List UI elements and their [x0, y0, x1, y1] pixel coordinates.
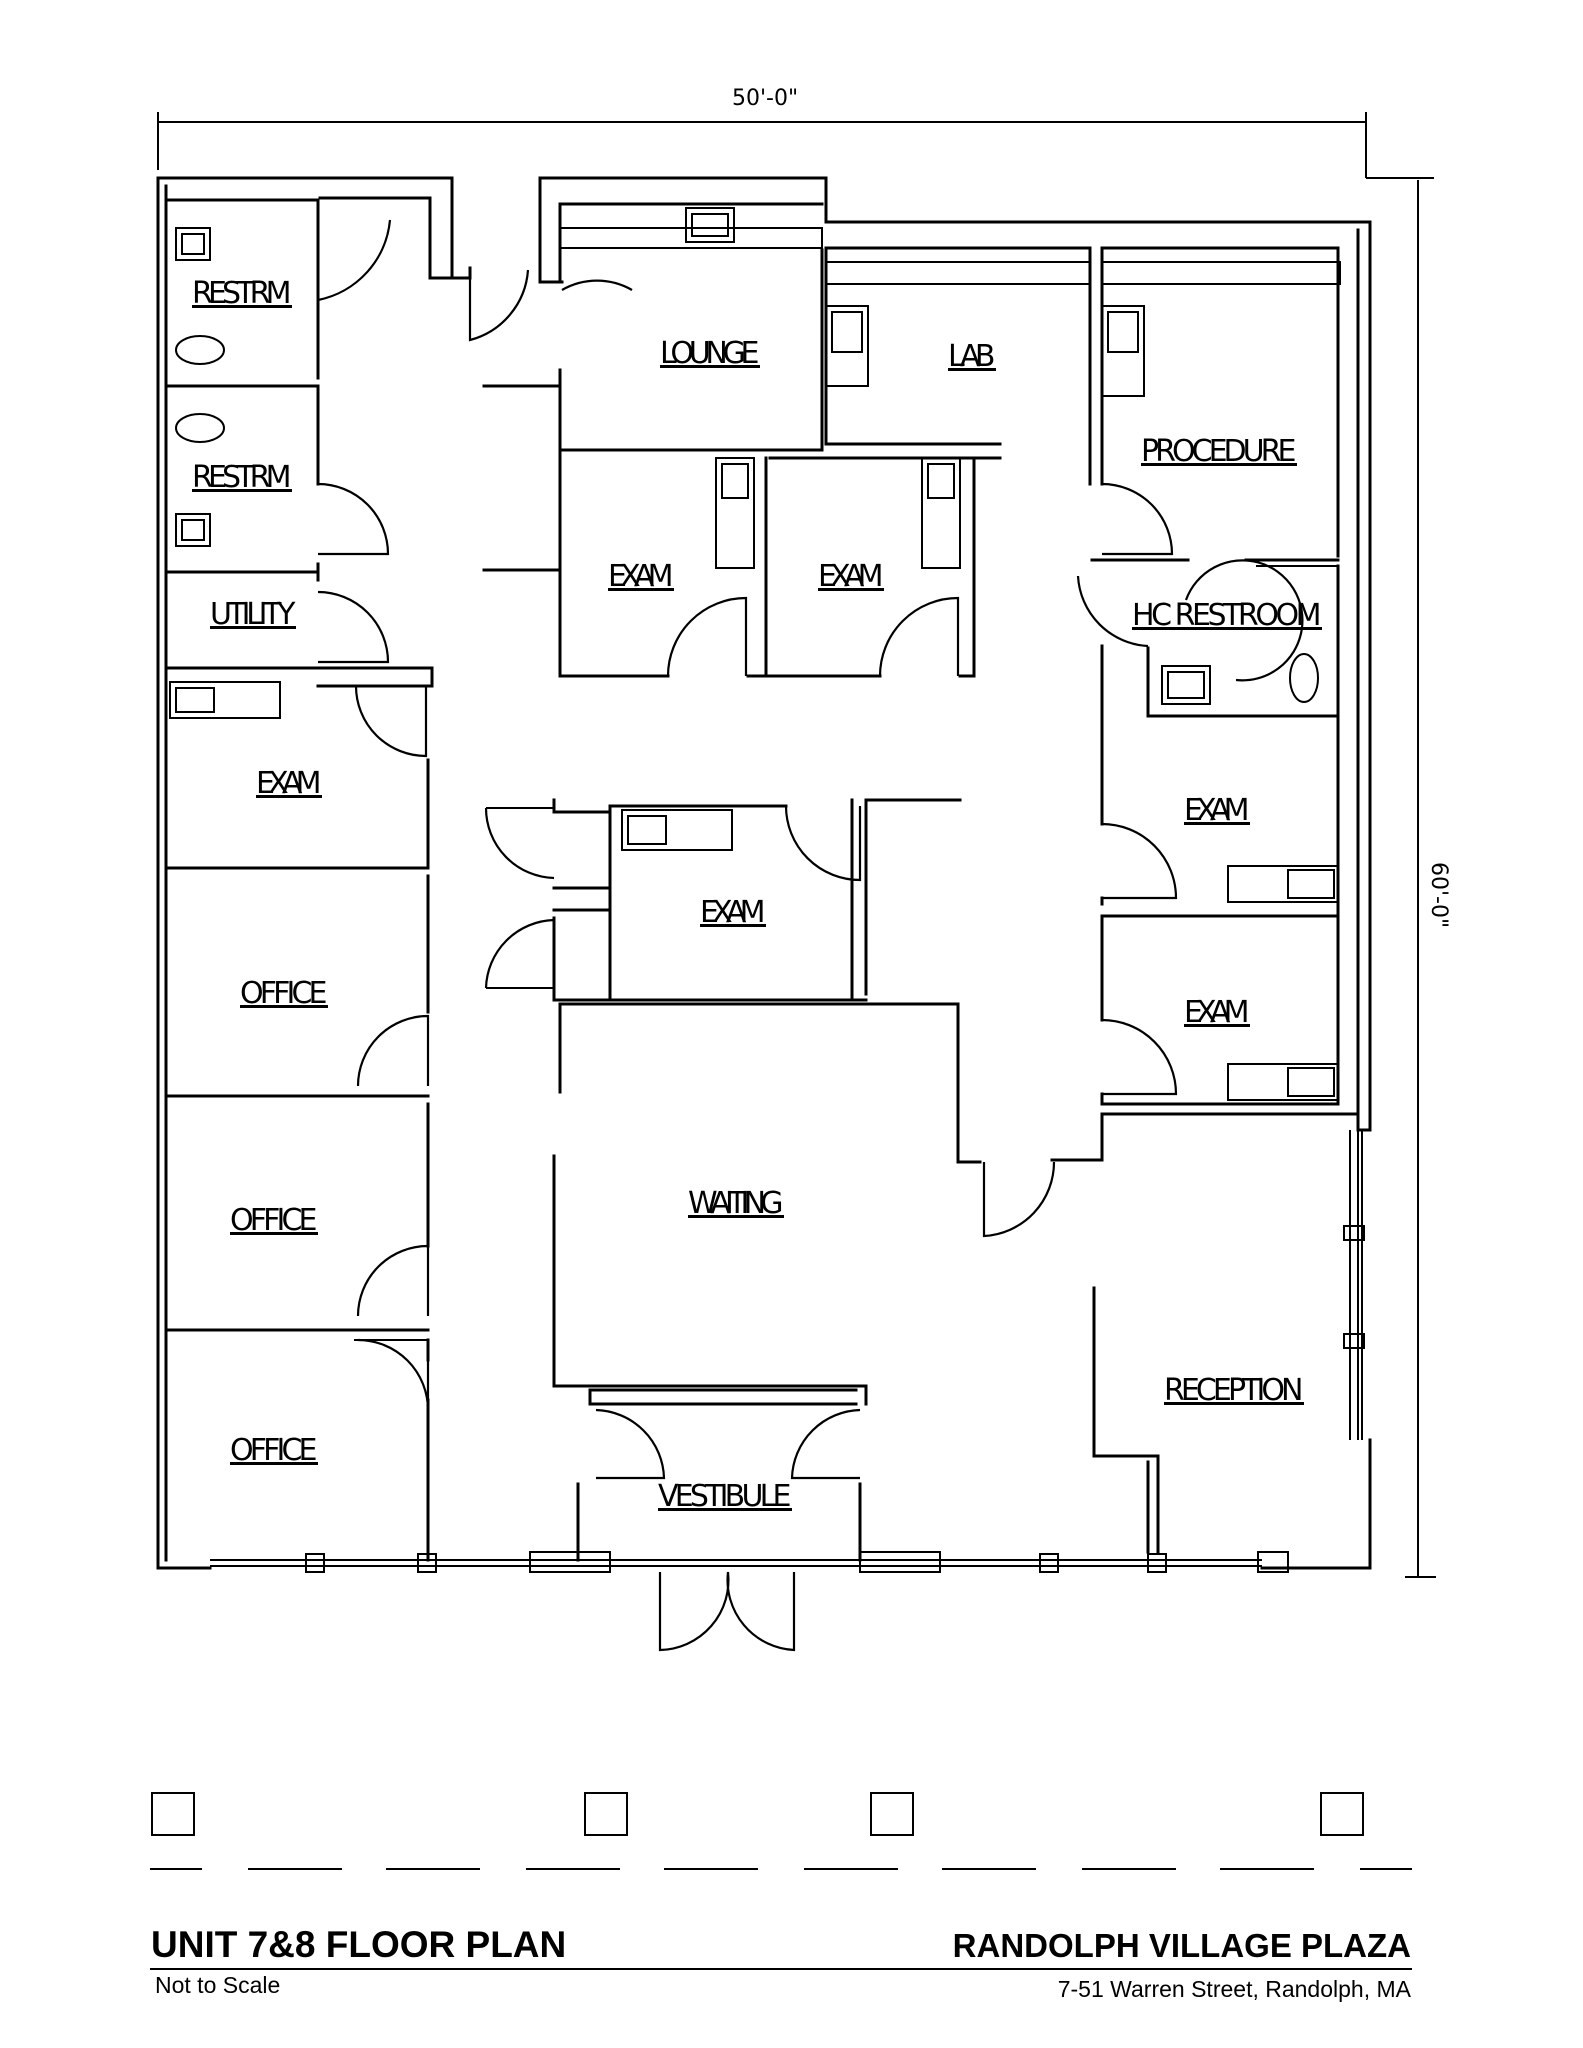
- room-label-procedure: PROCEDURE: [1141, 434, 1297, 469]
- property-name: RANDOLPH VILLAGE PLAZA: [952, 1927, 1411, 1964]
- blank-line: [248, 1868, 342, 1870]
- blank-line: [664, 1868, 758, 1870]
- room-label-exam-c: EXAM: [700, 895, 766, 930]
- west-partitions: [164, 198, 434, 1562]
- room-label-office-2: OFFICE: [230, 1203, 318, 1238]
- room-label-exam-n2: EXAM: [818, 559, 884, 594]
- room-label-restrm-1: RESTRM: [192, 276, 292, 311]
- width-dimension-label: 50'-0": [732, 86, 798, 111]
- checkbox-2: [584, 1792, 628, 1836]
- room-label-office-1: OFFICE: [240, 976, 328, 1011]
- blank-line: [942, 1868, 1036, 1870]
- blank-line: [150, 1868, 202, 1870]
- blank-line: [1220, 1868, 1314, 1870]
- blank-line: [526, 1868, 620, 1870]
- north-partitions: [450, 202, 1341, 718]
- room-label-restrm-2: RESTRM: [192, 460, 292, 495]
- room-label-utility: UTILITY: [210, 597, 296, 632]
- height-dimension-label: 60'-0": [1426, 862, 1451, 928]
- checkbox-1: [151, 1792, 195, 1836]
- blank-line: [1082, 1868, 1176, 1870]
- room-label-exam-e2: EXAM: [1184, 995, 1250, 1030]
- title-rule: [150, 1968, 1412, 1970]
- property-address: 7-51 Warren Street, Randolph, MA: [1057, 1976, 1411, 2002]
- east-partitions: [1050, 714, 1360, 1162]
- plan-title: UNIT 7&8 FLOOR PLAN: [151, 1924, 567, 1965]
- room-label-vestibule: VESTIBULE: [658, 1479, 792, 1514]
- blank-line: [1360, 1868, 1412, 1870]
- room-label-reception: RECEPTION: [1164, 1373, 1304, 1408]
- room-label-exam-e1: EXAM: [1184, 793, 1250, 828]
- height-dimension: 60'-0": [1405, 180, 1451, 1578]
- checkbox-4: [1320, 1792, 1364, 1836]
- room-label-lab: LAB: [948, 339, 996, 374]
- central-partitions: [484, 798, 1160, 1652]
- blank-line: [804, 1868, 898, 1870]
- exterior-walls: [156, 176, 1372, 1573]
- scale-note: Not to Scale: [155, 1972, 281, 1998]
- room-labels: RESTRM RESTRM UTILITY EXAM OFFICE OFFICE…: [192, 276, 1322, 1514]
- blank-line: [386, 1868, 480, 1870]
- room-label-waiting: WAITING: [688, 1186, 784, 1221]
- checkbox-3: [870, 1792, 914, 1836]
- room-label-lounge: LOUNGE: [660, 336, 760, 371]
- room-label-exam-n1: EXAM: [608, 559, 674, 594]
- room-label-office-3: OFFICE: [230, 1433, 318, 1468]
- room-label-hc-restroom: HC RESTROOM: [1132, 598, 1322, 633]
- width-dimension: 50'-0": [157, 86, 1434, 179]
- floor-plan: 50'-0" 60'-0": [156, 86, 1451, 1652]
- room-label-exam-w: EXAM: [256, 766, 322, 801]
- west-doors: [316, 210, 430, 1411]
